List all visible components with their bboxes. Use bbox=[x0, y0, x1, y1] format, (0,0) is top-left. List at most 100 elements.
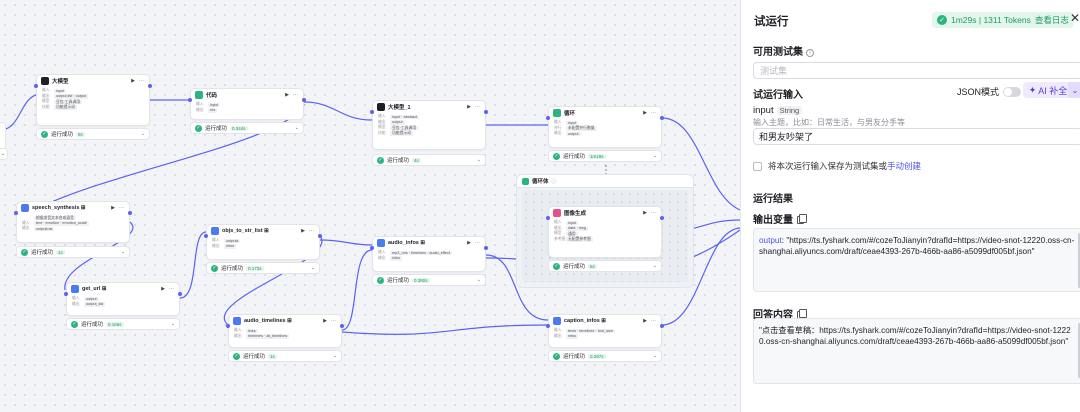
output-port[interactable] bbox=[178, 292, 182, 296]
output-port[interactable] bbox=[660, 324, 664, 328]
more-icon[interactable]: ⋯ bbox=[475, 104, 481, 110]
info-icon[interactable]: i bbox=[806, 49, 814, 57]
input-field[interactable] bbox=[753, 128, 1080, 145]
chevron-down-icon[interactable]: ⌄ bbox=[652, 263, 657, 269]
chevron-down-icon[interactable]: ⌄ bbox=[476, 277, 481, 283]
node-run-icon[interactable]: ▶ bbox=[301, 228, 306, 234]
input-port[interactable] bbox=[226, 324, 230, 328]
node-run-icon[interactable]: ▶ bbox=[467, 240, 472, 246]
ai-complete-label: AI 补全 bbox=[1038, 85, 1068, 96]
close-icon[interactable]: ✕ bbox=[1070, 11, 1080, 25]
more-icon[interactable]: ⋯ bbox=[651, 210, 657, 216]
input-port[interactable] bbox=[546, 116, 550, 120]
node-run-icon[interactable]: ▶ bbox=[467, 104, 472, 110]
more-icon[interactable]: ⋯ bbox=[119, 205, 125, 211]
chevron-down-icon[interactable]: ⌄ bbox=[652, 153, 657, 159]
input-port[interactable] bbox=[64, 292, 68, 296]
chevron-down-icon[interactable]: ⌄ bbox=[294, 125, 299, 131]
input-port[interactable] bbox=[546, 324, 550, 328]
node-run-icon[interactable]: ▶ bbox=[111, 205, 116, 211]
more-icon[interactable]: ⋯ bbox=[139, 78, 145, 84]
chevron-down-icon[interactable]: ⌄ bbox=[120, 249, 125, 255]
more-icon[interactable]: ⋯ bbox=[331, 318, 337, 324]
input-port[interactable] bbox=[204, 234, 208, 238]
ai-complete-button[interactable]: ✦ AI 补全 bbox=[1023, 82, 1073, 98]
more-icon[interactable]: ⋯ bbox=[475, 240, 481, 246]
param-value: text · emotion · emotion_scale bbox=[34, 221, 89, 226]
output-port[interactable] bbox=[302, 98, 306, 102]
output-port[interactable] bbox=[660, 116, 664, 120]
more-icon[interactable]: ⋯ bbox=[651, 110, 657, 116]
node-run-icon[interactable]: ▶ bbox=[285, 92, 290, 98]
output-port[interactable] bbox=[340, 324, 344, 328]
node-run-icon[interactable]: ▶ bbox=[643, 110, 648, 116]
output-scrollbar[interactable] bbox=[1078, 233, 1080, 288]
view-log-link[interactable]: 查看日志 bbox=[1034, 15, 1069, 25]
input-port[interactable] bbox=[14, 211, 18, 215]
param-value: links bbox=[246, 328, 258, 333]
node-header: 大模型▶⋯ bbox=[37, 75, 149, 87]
ai-dropdown-toggle[interactable]: ⌄ bbox=[1068, 82, 1080, 98]
output-port[interactable] bbox=[484, 110, 488, 114]
node-run-icon[interactable]: ▶ bbox=[643, 210, 648, 216]
start-node-status[interactable]: ⌄ bbox=[0, 148, 8, 160]
node-run-icon[interactable]: ▶ bbox=[323, 318, 328, 324]
chevron-down-icon[interactable]: ⌄ bbox=[652, 353, 657, 359]
chevron-down-icon[interactable]: ⌄ bbox=[1, 151, 6, 157]
node-run-icon[interactable]: ▶ bbox=[643, 318, 648, 324]
output-port[interactable] bbox=[128, 211, 132, 215]
json-mode-toggle[interactable] bbox=[1003, 86, 1022, 97]
input-port[interactable] bbox=[34, 84, 38, 88]
chevron-down-icon[interactable]: ⌄ bbox=[332, 353, 337, 359]
node-run-icon[interactable]: ▶ bbox=[161, 286, 166, 292]
input-port[interactable] bbox=[370, 246, 374, 250]
manual-create-link[interactable]: 手动创建 bbox=[887, 161, 922, 171]
more-icon[interactable]: ⋯ bbox=[651, 318, 657, 324]
chevron-down-icon[interactable]: ⌄ bbox=[170, 321, 175, 327]
copy-icon[interactable] bbox=[797, 214, 807, 224]
output-port[interactable] bbox=[148, 84, 152, 88]
more-icon[interactable]: ⋯ bbox=[169, 286, 175, 292]
testset-select[interactable]: 测试集 bbox=[753, 62, 1080, 79]
save-testset-checkbox[interactable] bbox=[753, 161, 762, 171]
output-port[interactable] bbox=[484, 246, 488, 250]
chevron-down-icon[interactable]: ⌄ bbox=[310, 265, 315, 271]
input-port[interactable] bbox=[188, 98, 192, 102]
answer-scrollbar[interactable] bbox=[1078, 323, 1080, 378]
output-port[interactable] bbox=[318, 234, 322, 238]
output-port[interactable] bbox=[660, 216, 664, 220]
chevron-down-icon[interactable]: ⌄ bbox=[476, 157, 481, 163]
chevron-down-icon[interactable]: ⌄ bbox=[140, 131, 145, 137]
node-run-icon[interactable]: ▶ bbox=[131, 78, 136, 84]
run-status-badge[interactable]: ✓ 1m29s | 1311 Tokens 查看日志 bbox=[932, 12, 1074, 28]
more-icon[interactable]: ⋯ bbox=[309, 228, 315, 234]
input-port[interactable] bbox=[370, 110, 374, 114]
input-port[interactable] bbox=[546, 216, 550, 220]
more-icon[interactable]: ⋯ bbox=[293, 92, 299, 98]
